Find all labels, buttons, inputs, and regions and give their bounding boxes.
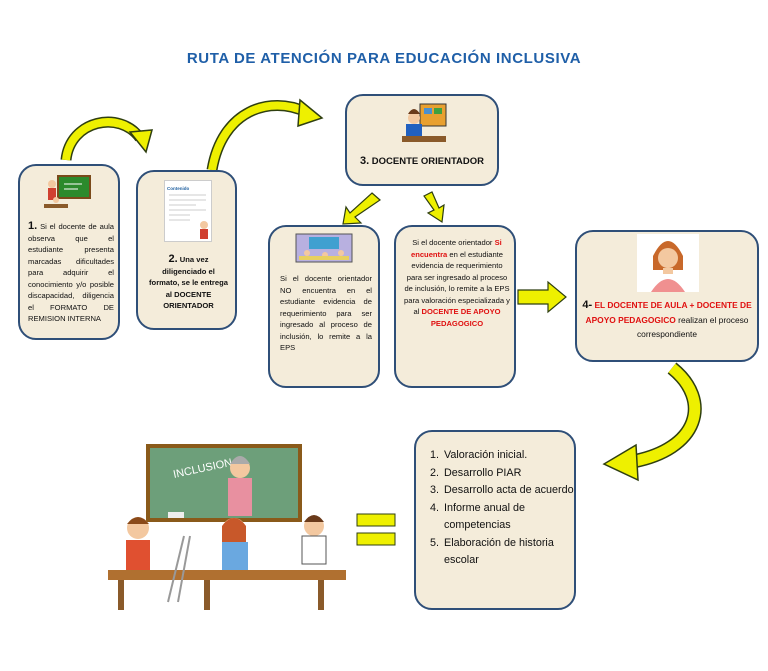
step3-number: 3.: [359, 155, 370, 167]
branch-yes-highlight2: DOCENTE DE APOYO PEDAGOGICO: [421, 307, 501, 328]
step4-highlight: EL DOCENTE DE AULA + DOCENTE DE APOYO PE…: [585, 300, 752, 325]
branch-no-box: Si el docente orientador NO encuentra en…: [268, 225, 380, 388]
result-item: Elaboración de historia escolar: [442, 535, 574, 570]
results-list: Valoración inicial. Desarrollo PIAR Desa…: [416, 447, 574, 570]
equals-sign: [356, 513, 396, 546]
step3-box: 3. DOCENTE ORIENTADOR: [345, 94, 499, 186]
right-arrow: [517, 280, 567, 314]
form-title: Contenido: [167, 186, 190, 191]
step2-box: Contenido 2. Una vez diligenciado el for…: [136, 170, 237, 330]
step4-number: 4-: [582, 299, 593, 311]
counselor-desk-icon: [402, 103, 447, 142]
branch-yes-prefix: Si el docente orientador: [412, 238, 493, 247]
result-item: Informe anual de competencias: [442, 500, 574, 535]
branch-yes-highlight: Si encuentra: [410, 238, 502, 259]
inclusion-classroom-illustration: INCLUSION: [108, 432, 346, 612]
step1-box: 1. Si el docente de aula observa que el …: [18, 164, 120, 340]
remission-form-image: Contenido: [164, 180, 212, 242]
step3-label: DOCENTE ORIENTADOR: [371, 156, 485, 167]
branch-yes-text: en el estudiante evidencia de requerimie…: [404, 249, 510, 317]
step4-box: 4- EL DOCENTE DE AULA + DOCENTE DE APOYO…: [575, 230, 759, 362]
result-item: Desarrollo PIAR: [442, 465, 574, 483]
branch-no-text: Si el docente orientador NO encuentra en…: [280, 274, 372, 352]
teacher-board-icon: [44, 175, 91, 208]
teacher-portrait-icon: [637, 234, 699, 292]
curved-arrow-2: [206, 98, 324, 172]
step2-number: 2.: [168, 253, 178, 265]
step4-text: realizan el proceso correspondiente: [636, 314, 749, 340]
result-item: Desarrollo acta de acuerdo: [442, 482, 574, 500]
page-title: RUTA DE ATENCIÓN PARA EDUCACIÓN INCLUSIV…: [186, 50, 582, 67]
step1-text: Si el docente de aula observa que el est…: [28, 222, 114, 323]
diagonal-arrow-right: [423, 191, 445, 224]
curved-arrow-3: [602, 362, 702, 482]
curved-arrow-1: [60, 116, 154, 161]
step1-number: 1.: [28, 220, 38, 232]
result-item: Valoración inicial.: [442, 447, 574, 465]
diagonal-arrow-left: [342, 192, 381, 225]
branch-yes-box: Si el docente orientador Si encuentra en…: [394, 225, 516, 388]
step2-text: Una vez diligenciado el formato, se le e…: [149, 255, 228, 310]
classroom-icon: [295, 233, 353, 263]
results-box: Valoración inicial. Desarrollo PIAR Desa…: [414, 430, 576, 610]
